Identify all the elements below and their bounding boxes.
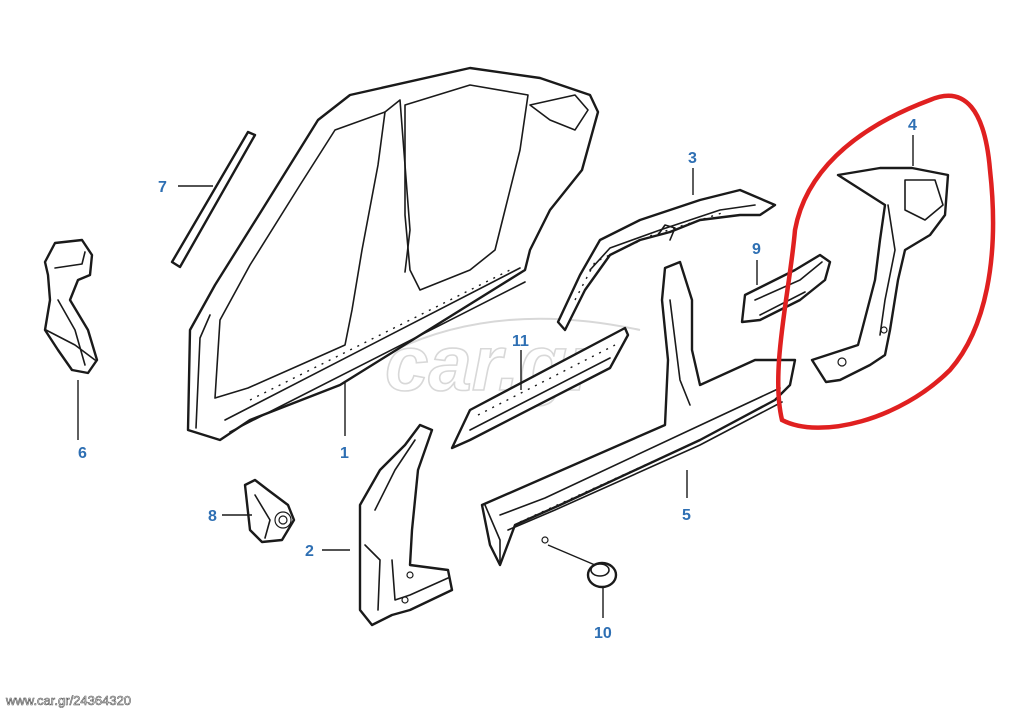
part-8-bracket bbox=[243, 478, 296, 544]
callout-9: 9 bbox=[752, 241, 761, 258]
callout-5: 5 bbox=[682, 507, 691, 524]
source-caption: www.car.gr/24364320 bbox=[5, 693, 131, 708]
callout-1: 1 bbox=[340, 445, 349, 462]
callout-3: 3 bbox=[688, 150, 697, 167]
part-5-b-pillar-sill bbox=[480, 260, 797, 567]
part-6-bracket bbox=[43, 238, 99, 375]
callout-4: 4 bbox=[908, 117, 917, 134]
callout-6: 6 bbox=[78, 445, 87, 462]
callout-2: 2 bbox=[305, 543, 314, 560]
highlight-circle bbox=[775, 93, 996, 430]
callout-labels: 7 1 2 3 4 5 6 8 9 10 11 bbox=[78, 117, 917, 642]
callout-7: 7 bbox=[158, 179, 167, 196]
leader-lines bbox=[77, 135, 914, 618]
callout-11: 11 bbox=[512, 333, 529, 350]
part-10-plug bbox=[586, 561, 618, 589]
part-3-roof-rail bbox=[556, 188, 777, 332]
part-11-sill-strip bbox=[450, 326, 630, 450]
part-7-strip bbox=[170, 130, 257, 269]
callout-8: 8 bbox=[208, 508, 217, 525]
callout-10: 10 bbox=[594, 625, 612, 642]
part-1-body-side-panel bbox=[186, 66, 600, 442]
part-4-rear-quarter bbox=[810, 166, 950, 384]
part-2-a-pillar-lower bbox=[358, 423, 454, 627]
